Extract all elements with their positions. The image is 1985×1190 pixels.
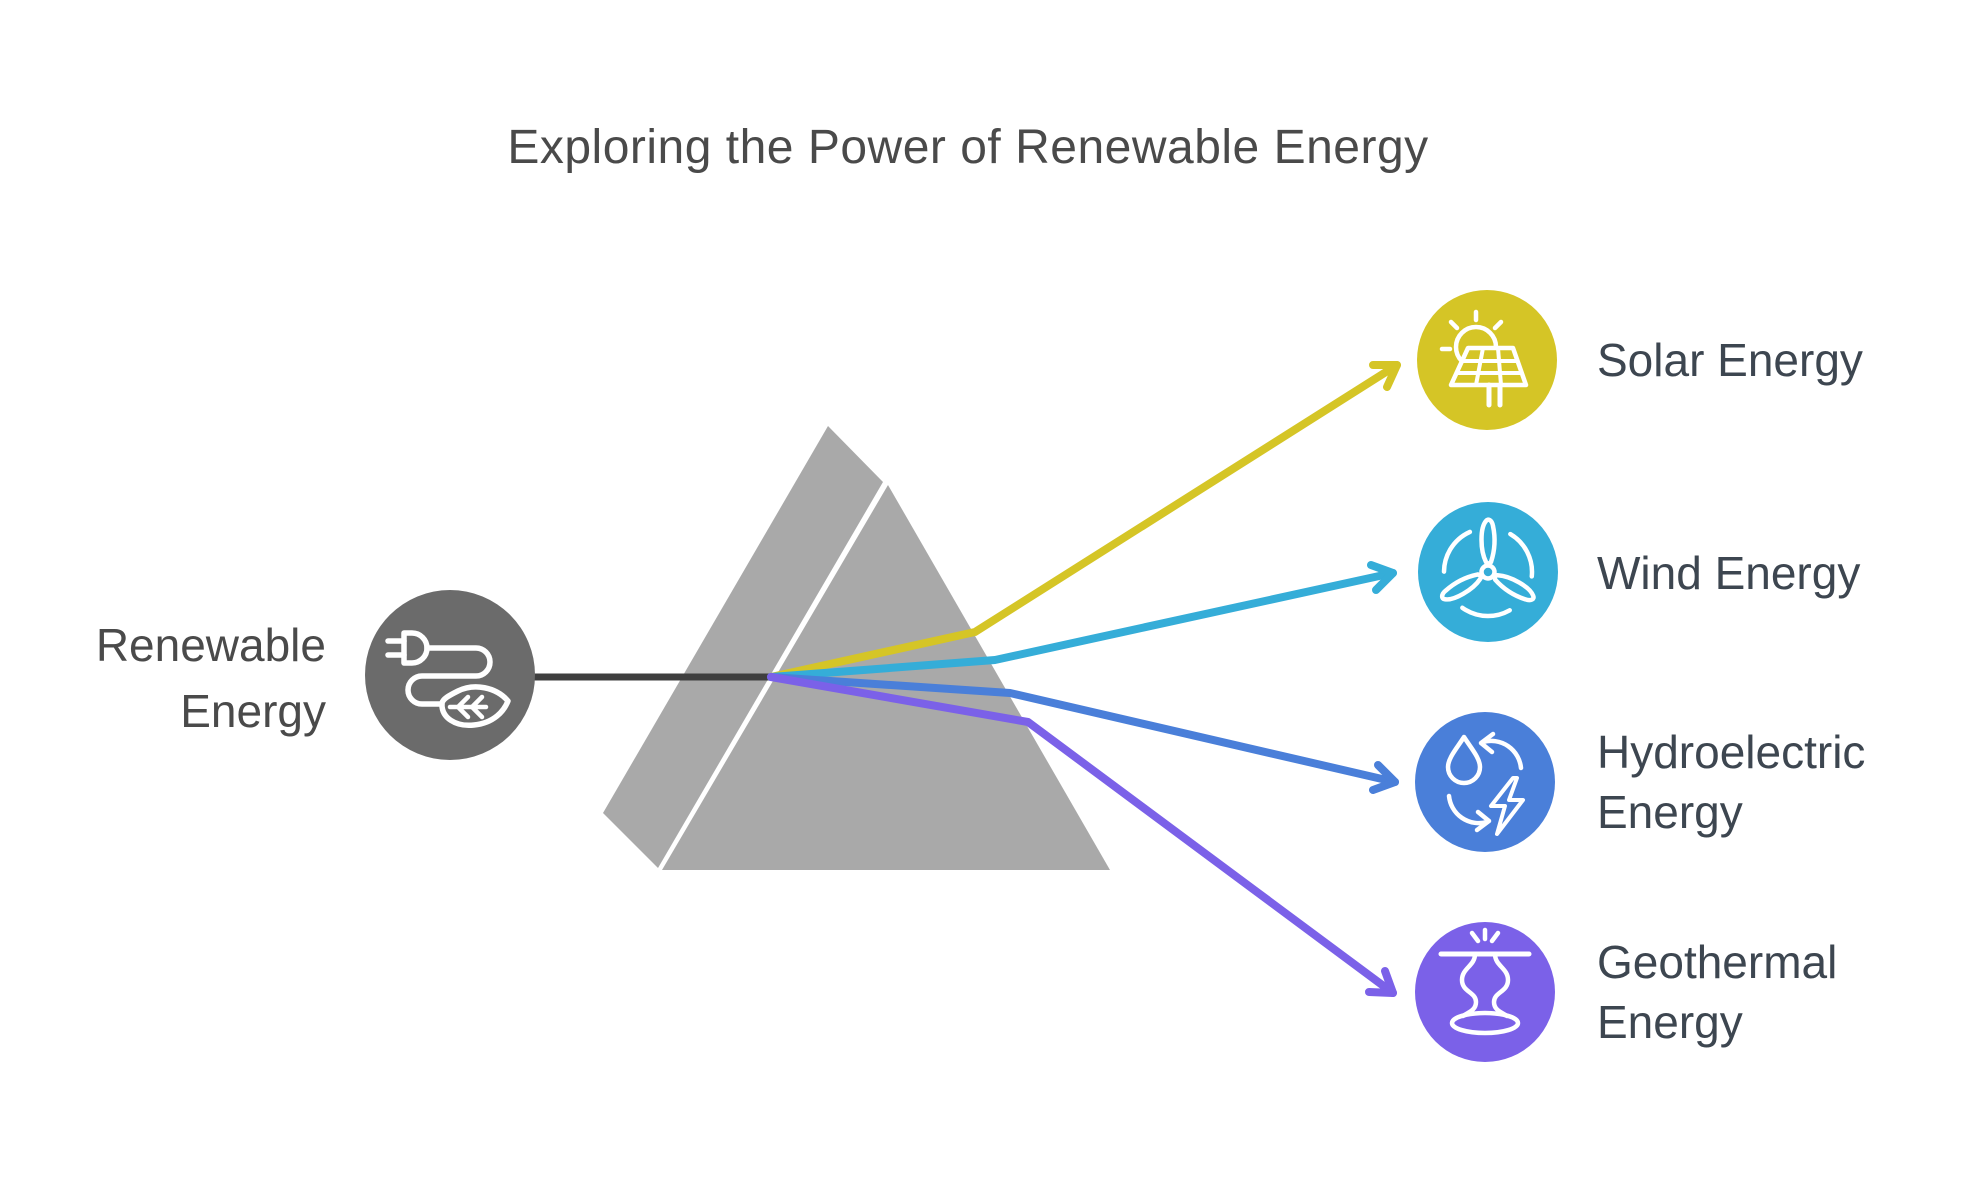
plug-cord xyxy=(405,645,493,707)
geo-circle xyxy=(1415,922,1555,1062)
arrow-solar-head xyxy=(1369,361,1401,391)
leaf-veins xyxy=(447,694,489,720)
lightning-bolt xyxy=(1489,776,1525,836)
branch-label-wind: Wind Energy xyxy=(1597,547,1861,599)
cycle-arrow-bottom-head xyxy=(1474,809,1492,833)
branch-label-solar: Solar Energy xyxy=(1597,334,1863,386)
sun-rays xyxy=(1439,309,1504,352)
arrow-solar-line xyxy=(767,361,1401,681)
arrow-hydro xyxy=(767,673,1399,794)
arrow-wind-head xyxy=(1367,561,1397,594)
branch-label-geo: Geothermal Energy xyxy=(1597,936,1838,1048)
geyser-column-left xyxy=(1459,951,1479,1019)
geyser-column-right xyxy=(1491,951,1511,1019)
cycle-arrow-bottom xyxy=(1446,793,1490,826)
branch-node-hydro xyxy=(1415,712,1555,852)
arrow-geo-line xyxy=(767,673,1397,997)
page-title: Exploring the Power of Renewable Energy xyxy=(507,121,1429,174)
turbine-dashed-ring xyxy=(1441,525,1535,619)
prism-slice xyxy=(603,426,883,868)
wind-circle xyxy=(1418,502,1558,642)
water-lightning-cycle-icon xyxy=(1445,731,1525,836)
wind-turbine-icon xyxy=(1439,517,1536,619)
arrow-geo-head xyxy=(1365,967,1397,997)
source-label: Renewable Energy xyxy=(95,619,326,737)
turbine-blade-2 xyxy=(1492,573,1536,603)
branch-node-wind xyxy=(1418,502,1558,642)
turbine-blade-1 xyxy=(1479,517,1497,566)
arrow-solar xyxy=(767,361,1401,681)
prism xyxy=(603,426,1110,870)
geyser-sparks xyxy=(1469,927,1501,944)
plug-leaf-icon xyxy=(385,630,511,728)
solar-panel-sun-icon xyxy=(1439,309,1529,408)
cycle-arrow-top-head xyxy=(1478,731,1496,755)
panel-grid xyxy=(1455,346,1523,387)
geyser-icon xyxy=(1438,927,1532,1036)
arrow-hydro-line xyxy=(767,673,1399,786)
arrow-hydro-head xyxy=(1369,761,1399,794)
turbine-blade-3 xyxy=(1439,572,1484,602)
leaf-outline xyxy=(439,684,511,728)
panel-legs xyxy=(1486,382,1503,408)
source-node xyxy=(365,590,535,760)
arrow-wind-line xyxy=(767,569,1397,681)
branch-label-hydro: Hydroelectric Energy xyxy=(1597,726,1866,838)
branch-node-solar xyxy=(1417,290,1557,430)
arrow-wind xyxy=(767,561,1397,681)
prism-body xyxy=(662,485,1110,870)
branch-node-geo xyxy=(1415,922,1555,1062)
hydro-circle xyxy=(1415,712,1555,852)
cycle-arrow-top xyxy=(1480,738,1524,771)
water-droplet xyxy=(1445,734,1483,786)
arrow-geo xyxy=(767,673,1397,997)
geyser-pool xyxy=(1449,1010,1521,1036)
